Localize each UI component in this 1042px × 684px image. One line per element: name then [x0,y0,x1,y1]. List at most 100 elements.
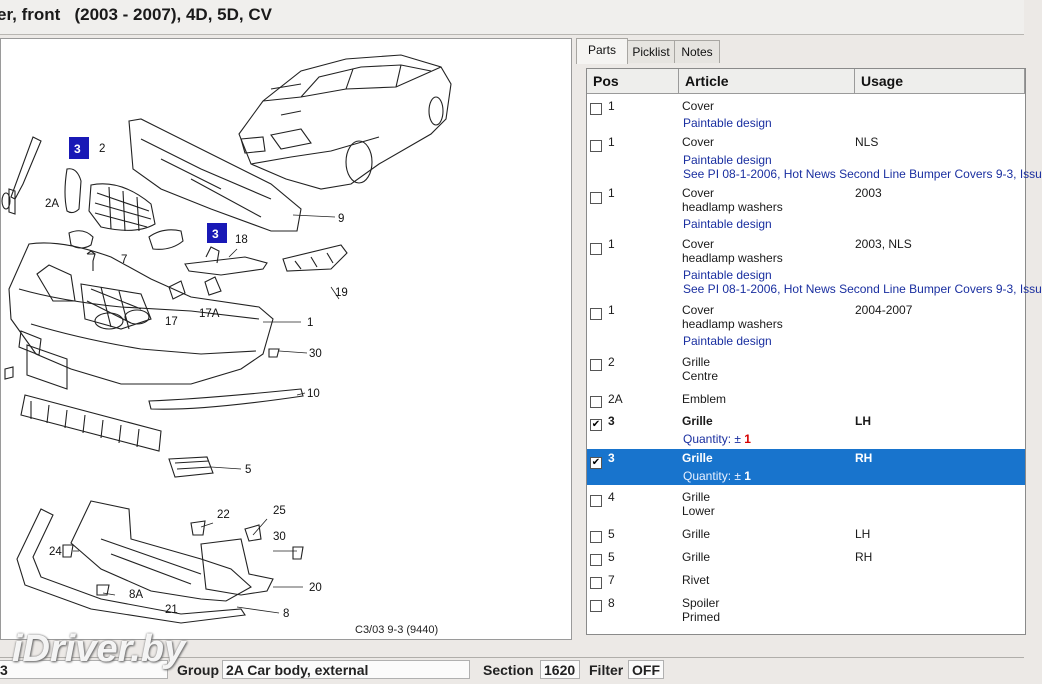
row-checkbox[interactable] [590,577,602,589]
row-pos: 1 [608,186,615,200]
table-row[interactable]: 2 Grille Centre [587,355,1025,387]
tab-picklist[interactable]: Picklist [627,40,675,63]
callout-label[interactable]: 20 [309,582,322,594]
callout-label[interactable]: 8A [129,589,143,601]
row-note[interactable]: Paintable design [683,268,772,282]
callout-label[interactable]: 19 [335,287,348,299]
row-article: Grille [682,451,713,465]
row-checkbox[interactable] [590,396,602,408]
row-article: Grille [682,527,711,541]
row-checkbox[interactable] [590,531,602,543]
row-checkbox[interactable]: ✔ [590,419,602,431]
row-article: Emblem [682,392,727,406]
table-header: Pos Article Usage [587,69,1025,94]
callout-label[interactable]: 17 [165,316,178,328]
table-row[interactable]: 1 Cover headlamp washers 2004-2007 Paint… [587,303,1025,351]
row-pos: 2A [608,392,623,406]
row-pos: 5 [608,550,615,564]
row-note[interactable]: Paintable design [683,217,772,231]
highlight-marker-3[interactable] [69,137,89,159]
row-pos: 1 [608,237,615,251]
row-usage: 2003, NLS [855,237,912,251]
table-row-selected[interactable]: ✔ 3 Grille RH Quantity: ± 1 [587,449,1025,485]
diagram-caption: C3/03 9-3 (9440) [355,624,438,636]
row-note[interactable]: Paintable design [683,116,772,130]
row-pos: 1 [608,303,615,317]
row-note[interactable]: Paintable design [683,334,772,348]
row-article: Grille [682,414,713,428]
row-checkbox[interactable]: ✔ [590,457,602,469]
exploded-view-drawing: 3 3 2 2A 7 18 9 19 17 17A 1 30 10 5 22 2… [1,54,452,636]
row-article-detail: headlamp washers [682,317,783,331]
row-article: Cover [682,186,715,200]
table-row[interactable]: 2A Emblem [587,392,1025,410]
table-row[interactable]: 1 Cover headlamp washers 2003, NLS Paint… [587,237,1042,299]
row-checkbox[interactable] [590,103,602,115]
row-checkbox[interactable] [590,554,602,566]
callout-label[interactable]: 2A [45,198,59,210]
callout-label[interactable]: 5 [245,464,251,476]
row-usage: 2004-2007 [855,303,913,317]
row-checkbox[interactable] [590,308,602,320]
status-filter-label: Filter [589,662,624,678]
row-pos: 1 [608,135,615,149]
table-row[interactable]: ✔ 3 Grille LH Quantity: ± 1 [587,414,1025,448]
table-row[interactable]: 4 Grille Lower [587,490,1025,522]
callout-label[interactable]: 30 [309,348,322,360]
callout-label[interactable]: 7 [121,254,127,266]
callout-label[interactable]: 17A [199,308,220,320]
table-row[interactable]: 1 Cover headlamp washers 2003 Paintable … [587,186,1025,234]
row-pos: 3 [608,451,615,465]
row-pos: 8 [608,596,615,610]
table-row[interactable]: 1 Cover Paintable design [587,99,1025,133]
status-group-value: 2A Car body, external [222,660,470,679]
row-note[interactable]: Paintable design [683,153,772,167]
window-title-bar: er, front (2003 - 2007), 4D, 5D, CV [0,0,1024,35]
row-usage: LH [855,527,871,541]
tab-parts[interactable]: Parts [576,38,628,64]
callout-label[interactable]: 1 [307,317,313,329]
table-row[interactable]: 8 Spoiler Primed [587,596,1025,628]
row-usage: LH [855,414,871,428]
quantity-value[interactable]: 1 [744,469,751,483]
callout-label[interactable]: 30 [273,531,286,543]
callout-label[interactable]: 18 [235,234,248,246]
row-usage: NLS [855,135,879,149]
callout-label[interactable]: 25 [273,505,286,517]
callout-label[interactable]: 24 [49,546,62,558]
table-row[interactable]: 5 Grille LH [587,527,1025,545]
row-checkbox[interactable] [590,192,602,204]
callout-label[interactable]: 9 [338,213,344,225]
tab-notes[interactable]: Notes [674,40,720,63]
row-article-detail: Primed [682,610,721,624]
parts-list[interactable]: Pos Article Usage 1 Cover Paintable desi… [586,68,1042,635]
row-checkbox[interactable] [590,243,602,255]
callout-label[interactable]: 2 [99,143,105,155]
callout-label[interactable]: 21 [165,604,178,616]
row-note-link[interactable]: See PI 08-1-2006, Hot News Second Line B… [683,282,1042,296]
callout-label[interactable]: 10 [307,388,320,400]
parts-diagram[interactable]: 3 3 2 2A 7 18 9 19 17 17A 1 30 10 5 22 2… [0,38,572,640]
row-checkbox[interactable] [590,140,602,152]
row-checkbox[interactable] [590,600,602,612]
highlight-label: 3 [74,142,81,156]
column-header-usage[interactable]: Usage [855,69,1025,93]
table-row[interactable]: 5 Grille RH [587,550,1025,568]
column-header-pos[interactable]: Pos [587,69,679,93]
column-header-article[interactable]: Article [679,69,855,93]
table-row[interactable]: 7 Rivet [587,573,1025,591]
status-section-label: Section [483,662,534,678]
row-note-link[interactable]: See PI 08-1-2006, Hot News Second Line B… [683,167,1042,181]
callout-label[interactable]: 8 [283,608,289,620]
row-checkbox[interactable] [590,495,602,507]
watermark: iDriver.by [12,628,186,670]
highlight-label: 3 [212,227,219,241]
status-field-left: 3 [0,660,168,679]
callout-label[interactable]: 22 [217,509,230,521]
row-article: Cover [682,303,715,317]
row-checkbox[interactable] [590,359,602,371]
quantity-value[interactable]: 1 [744,432,751,446]
highlight-marker-3[interactable] [207,223,227,243]
table-row[interactable]: 1 Cover NLS Paintable design See PI 08-1… [587,135,1042,183]
row-article-detail: headlamp washers [682,251,783,265]
